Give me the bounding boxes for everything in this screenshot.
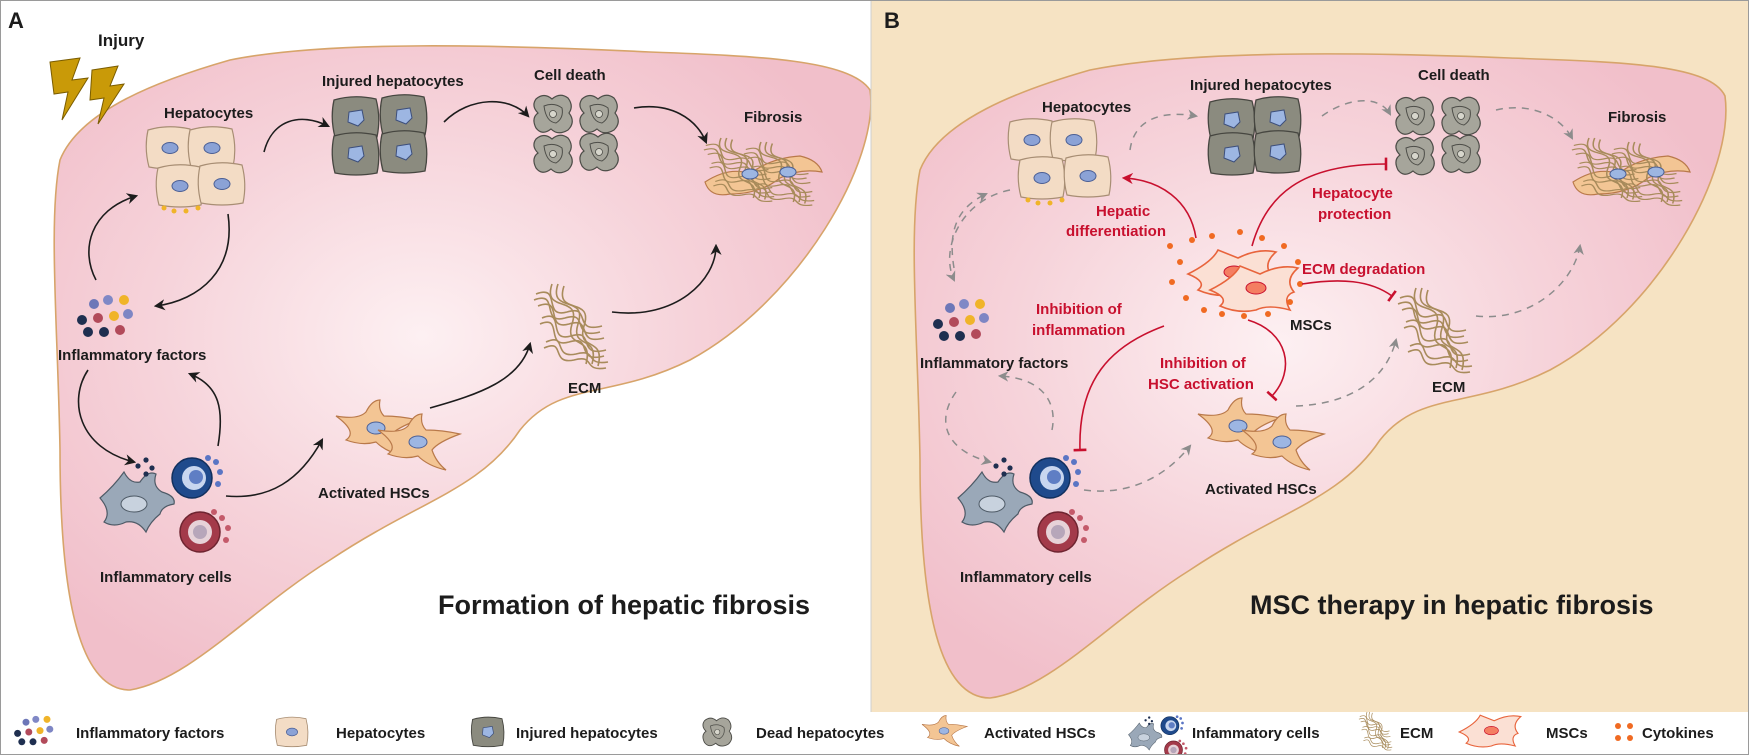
panel-a: A Injury Hepatocytes Injured hepatocytes	[0, 0, 872, 755]
pathway-arrows-a	[77, 100, 722, 498]
hepatocytes-cluster-a	[145, 126, 246, 214]
cytokines-icon	[1615, 723, 1633, 741]
legend-label-9: Cytokines	[1642, 725, 1714, 742]
inflammatory-cells-label-b: Inflammatory cells	[960, 569, 1092, 586]
panel-a-title: Formation of hepatic fibrosis	[438, 590, 810, 620]
hepatocyte-icon	[274, 716, 309, 748]
inflammatory-cells-label-a: Inflammatory cells	[100, 569, 232, 586]
ecm-label-a: ECM	[568, 380, 601, 397]
legend-label-6: Infammatory cells	[1192, 725, 1320, 742]
activated-hscs-label-b: Activated HSCs	[1205, 481, 1317, 498]
legend-label-2: Hepatocytes	[336, 725, 425, 742]
fibrosis-label-b: Fibrosis	[1608, 109, 1666, 126]
hepatocytes-cluster-b	[1007, 118, 1112, 206]
injured-hepatocyte-icon	[470, 716, 505, 748]
cell-death-label-b: Cell death	[1418, 67, 1490, 84]
inhibition-inflammation-label: Inhibition of inflammation	[1032, 301, 1126, 339]
hepatocytes-label-b: Hepatocytes	[1042, 99, 1131, 116]
inflammatory-factors-label-a: Inflammatory factors	[58, 347, 206, 364]
cell-death-label-a: Cell death	[534, 67, 606, 84]
legend-label-7: ECM	[1400, 725, 1433, 742]
hepatic-differentiation-label: Hepatic differentiation	[1066, 203, 1166, 240]
injury-label: Injury	[98, 31, 145, 50]
panel-a-liver	[53, 45, 872, 691]
legend-label-3: Injured hepatocytes	[516, 725, 658, 742]
panel-a-letter: A	[8, 8, 24, 33]
hepatocytes-label-a: Hepatocytes	[164, 105, 253, 122]
fibrosis-label-a: Fibrosis	[744, 109, 802, 126]
mscs-label: MSCs	[1290, 317, 1332, 334]
msc-effect-arrows	[1073, 157, 1397, 452]
ecm-label-b: ECM	[1432, 379, 1465, 396]
legend-label-4: Dead hepatocytes	[756, 725, 884, 742]
panel-b: B Hepatocytes Injured hepatocytes Cell d…	[871, 0, 1749, 755]
pathway-arrows-b	[945, 100, 1584, 492]
legend-label-1: Inflammatory factors	[76, 725, 224, 742]
inhibition-hsc-label: Inhibition of HSC activation	[1148, 355, 1254, 393]
panel-b-title: MSC therapy in hepatic fibrosis	[1250, 590, 1654, 620]
inflammatory-factors-label-b: Inflammatory factors	[920, 355, 1068, 372]
injured-hepatocytes-label-a: Injured hepatocytes	[322, 73, 464, 90]
msc-cluster	[1167, 229, 1303, 319]
hepatocyte-protection-label: Hepatocyte protection	[1312, 185, 1397, 223]
legend-label-5: Activated HSCs	[984, 725, 1096, 742]
ecm-degradation-label: ECM degradation	[1302, 261, 1425, 278]
dead-hepatocyte-icon	[702, 717, 733, 747]
legend: Inflammatory factors Hepatocytes Injured…	[0, 711, 1749, 755]
panel-b-letter: B	[884, 8, 900, 33]
lightning-icon	[49, 57, 126, 125]
legend-label-8: MSCs	[1546, 725, 1588, 742]
panel-b-liver	[913, 53, 1727, 699]
injured-hepatocytes-label-b: Injured hepatocytes	[1190, 77, 1332, 94]
activated-hscs-label-a: Activated HSCs	[318, 485, 430, 502]
